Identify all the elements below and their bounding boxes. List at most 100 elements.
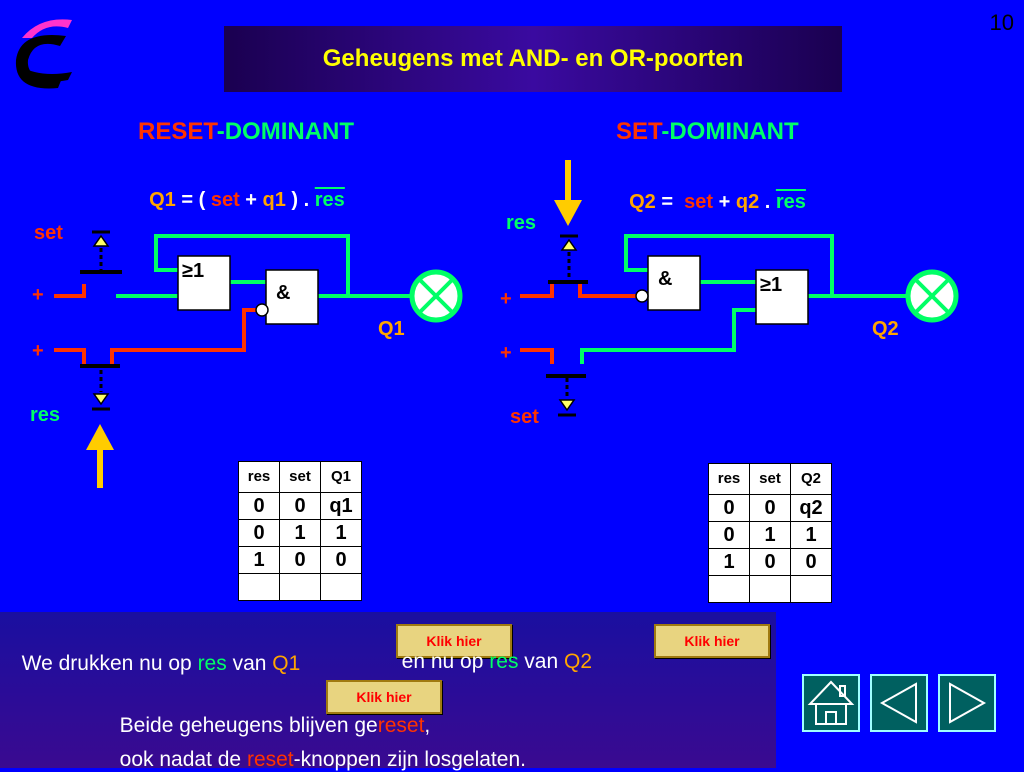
left-res-wire [110,308,258,364]
cell: 0 [749,548,791,576]
eq-plus: + [713,191,736,213]
klik-hier-button-3[interactable]: Klik hier [326,680,442,714]
header-q1: Q1 [320,461,362,493]
text: ook nadat de [119,748,247,771]
cell: 1 [320,519,362,547]
right-plus-label-1: + [500,288,512,310]
cell [279,573,321,601]
table-row [708,575,832,603]
left-or-gate-label: ≥1 [182,260,205,282]
eq-q2-lower: q2 [735,191,760,213]
left-plus-wire-1 [54,284,86,298]
cell: 0 [238,492,280,520]
cell: q2 [790,494,832,522]
cell [238,573,280,601]
logo-icon [15,19,72,89]
left-press-arrow-head [86,424,114,450]
left-and-gate-label: & [276,282,291,304]
klik-hier-button-1[interactable]: Klik hier [396,624,512,658]
left-res-button-arrow [92,393,110,406]
reset-word: reset [377,714,425,737]
left-heading-rest: -DOMINANT [216,118,355,145]
cell: 0 [708,521,750,549]
left-plus-label-1: + [32,284,44,306]
text: van [226,652,273,675]
eq-q2-symbol: Q2 [629,191,656,213]
right-heading-rest: -DOMINANT [661,118,799,145]
cell: 0 [279,492,321,520]
eq-q1-symbol: Q1 [149,189,176,211]
klik-label: Klik hier [426,633,482,649]
cell: 1 [238,546,280,574]
cell: 1 [708,548,750,576]
res-word: res [489,650,519,673]
table-header-row: res set Q1 [238,461,362,493]
right-plus-wire-1 [520,284,554,298]
cell: 0 [320,546,362,574]
eq-text-b: ) . [285,189,315,211]
home-icon [807,680,855,725]
right-inverter-bubble [635,289,649,303]
text: Beide geheugens blijven ge [119,714,378,737]
eq-text-a: = [655,191,685,213]
klik-hier-button-2[interactable]: Klik hier [654,624,770,658]
right-equation: Q2 = set + q2 . res [618,168,806,214]
right-set-wire [580,308,756,364]
left-plus-label-2: + [32,340,44,362]
eq-res-bar: res [775,191,806,213]
right-and-gate-label: & [658,268,673,290]
right-res-label: res [506,212,537,234]
previous-icon [879,682,917,724]
eq-set: set [684,191,714,213]
right-or-gate [755,269,809,325]
cell [320,573,362,601]
page-number: 10 [989,10,1014,35]
cell: 0 [749,494,791,522]
q1-word: Q1 [272,652,301,675]
bottom-line-3: ook nadat de reset-knoppen zijn losgelat… [108,724,526,772]
header-q2: Q2 [790,463,832,495]
right-set-button-arrow [558,399,576,412]
right-or-gate-label: ≥1 [760,274,783,296]
cell: 1 [749,521,791,549]
text: -knoppen zijn losgelaten. [293,748,526,771]
cell: 0 [790,548,832,576]
res-word: res [197,652,227,675]
previous-button[interactable] [870,674,928,732]
text: We drukken nu op [21,652,198,675]
right-plus-wire-2 [520,348,554,364]
klik-label: Klik hier [684,633,740,649]
left-heading: RESET-DOMINANT [138,118,354,146]
header-set: set [749,463,791,495]
right-output-label: Q2 [872,318,899,340]
bottom-line-1b: en nu op res van Q2 [390,626,592,674]
cell: 0 [279,546,321,574]
q2-word: Q2 [563,650,592,673]
left-or-gate [177,255,231,311]
left-plus-wire-2 [54,348,86,364]
table-header-row: res set Q2 [708,463,832,495]
right-lamp-x2 [913,277,951,315]
header-res: res [238,461,280,493]
cell [708,575,750,603]
next-button[interactable] [938,674,996,732]
right-press-arrow-head [554,200,582,226]
table-row [238,573,362,601]
bottom-line-2: Beide geheugens blijven gereset, [108,690,431,738]
reset-word: reset [246,748,294,771]
right-res-button-arrow [560,238,578,251]
left-res-label: res [30,404,61,426]
cell [790,575,832,603]
right-set-label: set [510,406,539,428]
right-feedback-wire [624,234,834,296]
left-heading-red: RESET [138,118,217,145]
home-button[interactable] [802,674,860,732]
eq-plus: + [239,189,263,211]
bottom-line-1: We drukken nu op res van Q1 [10,628,301,676]
